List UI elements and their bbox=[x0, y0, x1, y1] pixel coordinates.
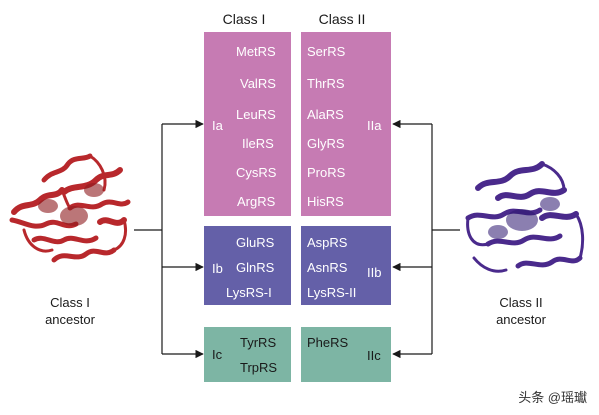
enzyme-label: AsnRS bbox=[307, 260, 348, 275]
enzyme-label: ProRS bbox=[307, 165, 346, 180]
enzyme-label: HisRS bbox=[307, 194, 344, 209]
enzyme-label: GlnRS bbox=[236, 260, 275, 275]
class-2-ancestor-protein-image bbox=[465, 161, 585, 273]
caption-line: ancestor bbox=[496, 312, 546, 327]
enzyme-label: ThrRS bbox=[307, 76, 345, 91]
class-2-ancestor-caption: Class II ancestor bbox=[476, 294, 566, 328]
enzyme-label: PheRS bbox=[307, 335, 349, 350]
enzyme-label: ArgRS bbox=[237, 194, 276, 209]
enzyme-label: IleRS bbox=[242, 136, 274, 151]
class-2-header: Class II bbox=[318, 11, 366, 27]
enzyme-label: GluRS bbox=[236, 235, 275, 250]
caption-line: Class II bbox=[499, 295, 543, 310]
enzyme-label: GlyRS bbox=[307, 136, 345, 151]
enzyme-label: LysRS-II bbox=[307, 285, 357, 300]
class-1b-box: Ib GluRS GlnRS LysRS-I bbox=[204, 226, 291, 305]
enzyme-label: MetRS bbox=[236, 44, 276, 59]
enzyme-label: SerRS bbox=[307, 44, 346, 59]
enzyme-label: AlaRS bbox=[307, 107, 344, 122]
enzyme-label: AspRS bbox=[307, 235, 348, 250]
class-1a-label: Ia bbox=[212, 118, 223, 133]
class-1-ancestor-caption: Class I ancestor bbox=[25, 294, 115, 328]
enzyme-label: LysRS-I bbox=[226, 285, 272, 300]
caption-line: ancestor bbox=[45, 312, 95, 327]
class-2a-label: IIa bbox=[367, 118, 382, 133]
class-2b-box: IIb AspRS AsnRS LysRS-II bbox=[301, 226, 391, 305]
enzyme-label: TyrRS bbox=[240, 335, 277, 350]
class-2c-box: IIc PheRS bbox=[301, 327, 391, 382]
class-2c-label: IIc bbox=[367, 348, 381, 363]
class-1c-box: Ic TyrRS TrpRS bbox=[204, 327, 291, 382]
enzyme-label: CysRS bbox=[236, 165, 277, 180]
enzyme-label: ValRS bbox=[240, 76, 276, 91]
class-2a-box: IIa SerRS ThrRS AlaRS GlyRS ProRS HisRS bbox=[301, 32, 391, 216]
class-1c-label: Ic bbox=[212, 347, 223, 362]
watermark-text: 头条 @瑶瓛 bbox=[518, 390, 587, 405]
class-1-header: Class I bbox=[222, 11, 266, 27]
class-1a-box: Ia MetRS ValRS LeuRS IleRS CysRS ArgRS bbox=[204, 32, 291, 216]
enzyme-label: TrpRS bbox=[240, 360, 278, 375]
class-1b-label: Ib bbox=[212, 261, 223, 276]
enzyme-label: LeuRS bbox=[236, 107, 276, 122]
caption-line: Class I bbox=[50, 295, 90, 310]
class-1-ancestor-protein-image bbox=[9, 153, 131, 263]
class-2b-label: IIb bbox=[367, 265, 382, 280]
